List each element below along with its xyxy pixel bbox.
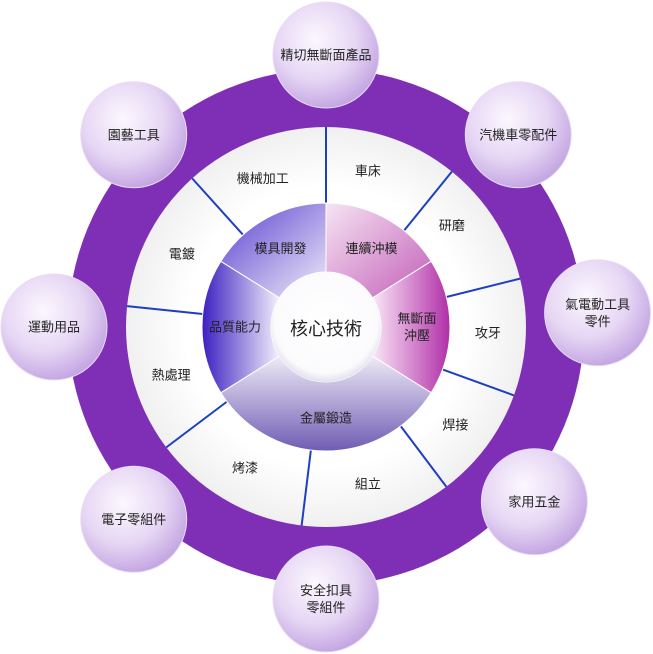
process-segment-label: 熱處理 (152, 368, 191, 383)
process-segment-label: 機械加工 (237, 172, 289, 187)
application-bubble-label: 運動用品 (28, 321, 80, 336)
process-divider-line (126, 305, 203, 316)
core-segment-label: 無斷面 (397, 312, 436, 327)
process-divider-line (165, 400, 228, 449)
center-label: 核心技術 (290, 319, 362, 340)
process-segment-label: 攻牙 (475, 327, 501, 342)
application-bubble (80, 81, 188, 189)
process-segment-label: 研磨 (439, 219, 465, 234)
application-bubble (0, 273, 108, 381)
application-bubble-label: 安全扣具 (300, 583, 352, 599)
core-segment-label: 金屬鍛造 (300, 411, 352, 427)
application-bubble-label: 園藝工具 (108, 128, 160, 143)
process-divider-line (442, 368, 515, 397)
core-segment-label: 沖壓 (404, 329, 430, 344)
application-bubble-label: 零件 (585, 315, 611, 330)
process-segment-label: 焊接 (442, 418, 468, 434)
process-divider-line (403, 170, 453, 232)
application-bubble-label: 電子零組件 (101, 513, 166, 528)
center-hub (271, 272, 381, 382)
process-ring-dividers (126, 127, 521, 526)
process-segment-label: 烤漆 (232, 460, 258, 476)
process-segment-label: 車床 (355, 165, 381, 180)
application-bubble (272, 545, 380, 653)
core-segment-label: 連續沖模 (345, 242, 397, 257)
application-bubble (480, 448, 588, 556)
core-segment-label: 模具開發 (254, 242, 306, 257)
application-bubble (544, 259, 652, 367)
process-segment-label: 電鍍 (169, 247, 195, 263)
application-bubble (80, 465, 188, 573)
application-bubble (464, 81, 572, 189)
process-divider-line (191, 177, 244, 236)
application-bubble-label: 家用五金 (508, 495, 560, 511)
process-divider-line (300, 449, 312, 526)
process-divider-line (446, 277, 521, 298)
application-bubble-label: 汽機車零配件 (479, 128, 557, 143)
core-segment-label: 品質能力 (209, 321, 261, 336)
application-bubble (272, 1, 380, 109)
process-divider-line (399, 425, 448, 488)
application-bubble-label: 氣電動工具 (565, 298, 630, 313)
process-segment-label: 組立 (355, 478, 381, 493)
application-bubble-label: 零組件 (306, 601, 345, 616)
application-bubble-label: 精切無斷面產品 (280, 48, 371, 64)
core-segment (220, 202, 327, 299)
